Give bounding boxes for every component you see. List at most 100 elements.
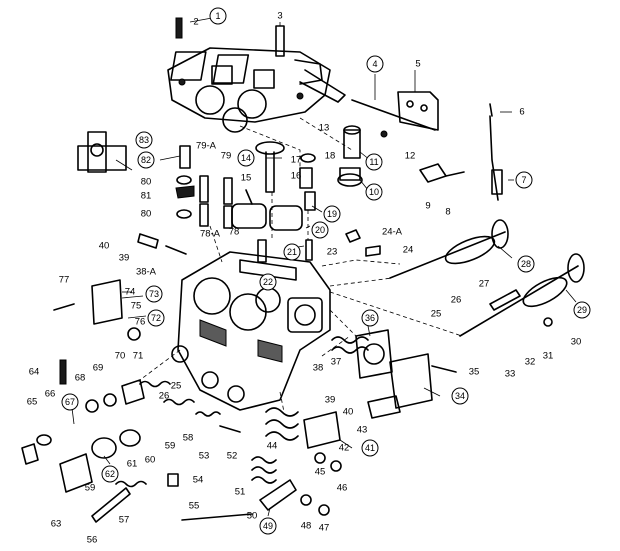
label: 54	[193, 475, 204, 486]
label: 80	[141, 177, 152, 188]
label: 75	[131, 301, 142, 312]
part-jets-78-79	[199, 175, 233, 229]
part-38a	[165, 245, 187, 255]
callout: 83	[135, 131, 153, 149]
part-valves-16-19	[299, 153, 316, 211]
label: 32	[525, 357, 536, 368]
label: 71	[133, 351, 144, 362]
part-71	[121, 379, 145, 405]
callout-label: 19	[327, 209, 337, 219]
part-top-cover	[167, 47, 346, 133]
callout-label: 72	[151, 313, 161, 323]
callout: 28	[517, 255, 535, 273]
callout-label: 49	[263, 521, 273, 531]
callout: 21	[283, 243, 301, 261]
label: 37	[331, 357, 342, 368]
callout-label: 29	[577, 305, 587, 315]
label: 17	[291, 155, 302, 166]
label: 81	[141, 191, 152, 202]
label: 53	[199, 451, 210, 462]
part-69	[103, 393, 117, 407]
part-rod-64	[59, 359, 67, 385]
label: 39	[119, 253, 130, 264]
label: 56	[87, 535, 98, 546]
label: 55	[189, 501, 200, 512]
label: 13	[319, 123, 330, 134]
part-68	[85, 399, 99, 413]
part-washer-66	[36, 434, 52, 446]
callout-label: 14	[241, 153, 251, 163]
callout-label: 20	[315, 225, 325, 235]
label: 44	[267, 441, 278, 452]
part-21	[257, 239, 267, 263]
parts-drawing	[21, 17, 585, 523]
label: 69	[93, 363, 104, 374]
part-nut-65	[21, 443, 39, 465]
label: 78-A	[200, 229, 221, 240]
callout-label: 28	[521, 259, 531, 269]
label: 48	[301, 521, 312, 532]
label: 68	[75, 373, 86, 384]
label: 42	[339, 443, 350, 454]
part-76	[127, 327, 141, 341]
label: 70	[115, 351, 126, 362]
callout: 22	[259, 273, 277, 291]
callout-label: 21	[287, 247, 297, 257]
label: 80	[141, 209, 152, 220]
callout-label: 22	[263, 277, 273, 287]
callout: 14	[237, 149, 255, 167]
callout-label: 4	[372, 59, 377, 69]
label: 38	[313, 363, 324, 374]
callout-label: 83	[139, 135, 149, 145]
label: 26	[451, 295, 462, 306]
part-31	[543, 317, 553, 327]
label: 18	[325, 151, 336, 162]
part-46	[330, 460, 342, 472]
label: 16	[291, 171, 302, 182]
part-45	[314, 452, 326, 464]
label: 40	[99, 241, 110, 252]
part-pump-cover-34	[367, 353, 433, 419]
label: 60	[145, 455, 156, 466]
label: 43	[357, 425, 368, 436]
callout-label: 11	[369, 157, 378, 167]
part-labels: 2 3 5 6 8 9 12 13 15 16 17 18 23 24 24-A…	[27, 11, 582, 546]
label: 8	[445, 207, 450, 218]
callout: 7	[515, 171, 533, 189]
label: 46	[337, 483, 348, 494]
callout-label: 7	[521, 175, 526, 185]
part-main-body	[171, 251, 331, 411]
part-48	[300, 494, 312, 506]
part-spring-58	[139, 380, 171, 388]
part-pin-8	[445, 171, 465, 177]
part-spring-51	[251, 456, 277, 484]
label: 31	[543, 351, 554, 362]
part-spring-57	[115, 480, 147, 488]
part-screw-2	[175, 17, 183, 39]
label: 40	[343, 407, 354, 418]
part-lever-bracket	[351, 91, 439, 131]
callout: 73	[145, 285, 163, 303]
label: 39	[325, 395, 336, 406]
label: 38-A	[136, 267, 157, 278]
part-washer-80	[176, 175, 192, 185]
label: 25	[431, 309, 442, 320]
callout: 20	[311, 221, 329, 239]
part-needle-valve-14	[255, 141, 285, 193]
label: 57	[119, 515, 130, 526]
label: 61	[127, 459, 138, 470]
part-24a	[345, 229, 361, 243]
callout: 4	[366, 55, 384, 73]
callout: 82	[137, 151, 155, 169]
callout: 36	[361, 309, 379, 327]
part-23	[305, 239, 313, 261]
callout: 34	[451, 387, 469, 405]
part-lever-74	[91, 279, 123, 325]
part-spring-44	[265, 407, 299, 441]
part-62	[91, 437, 117, 459]
callout: 19	[323, 205, 341, 223]
callout-label: 36	[365, 313, 375, 323]
label: 26	[159, 391, 170, 402]
assembly-lines	[139, 117, 463, 413]
label: 51	[235, 487, 246, 498]
